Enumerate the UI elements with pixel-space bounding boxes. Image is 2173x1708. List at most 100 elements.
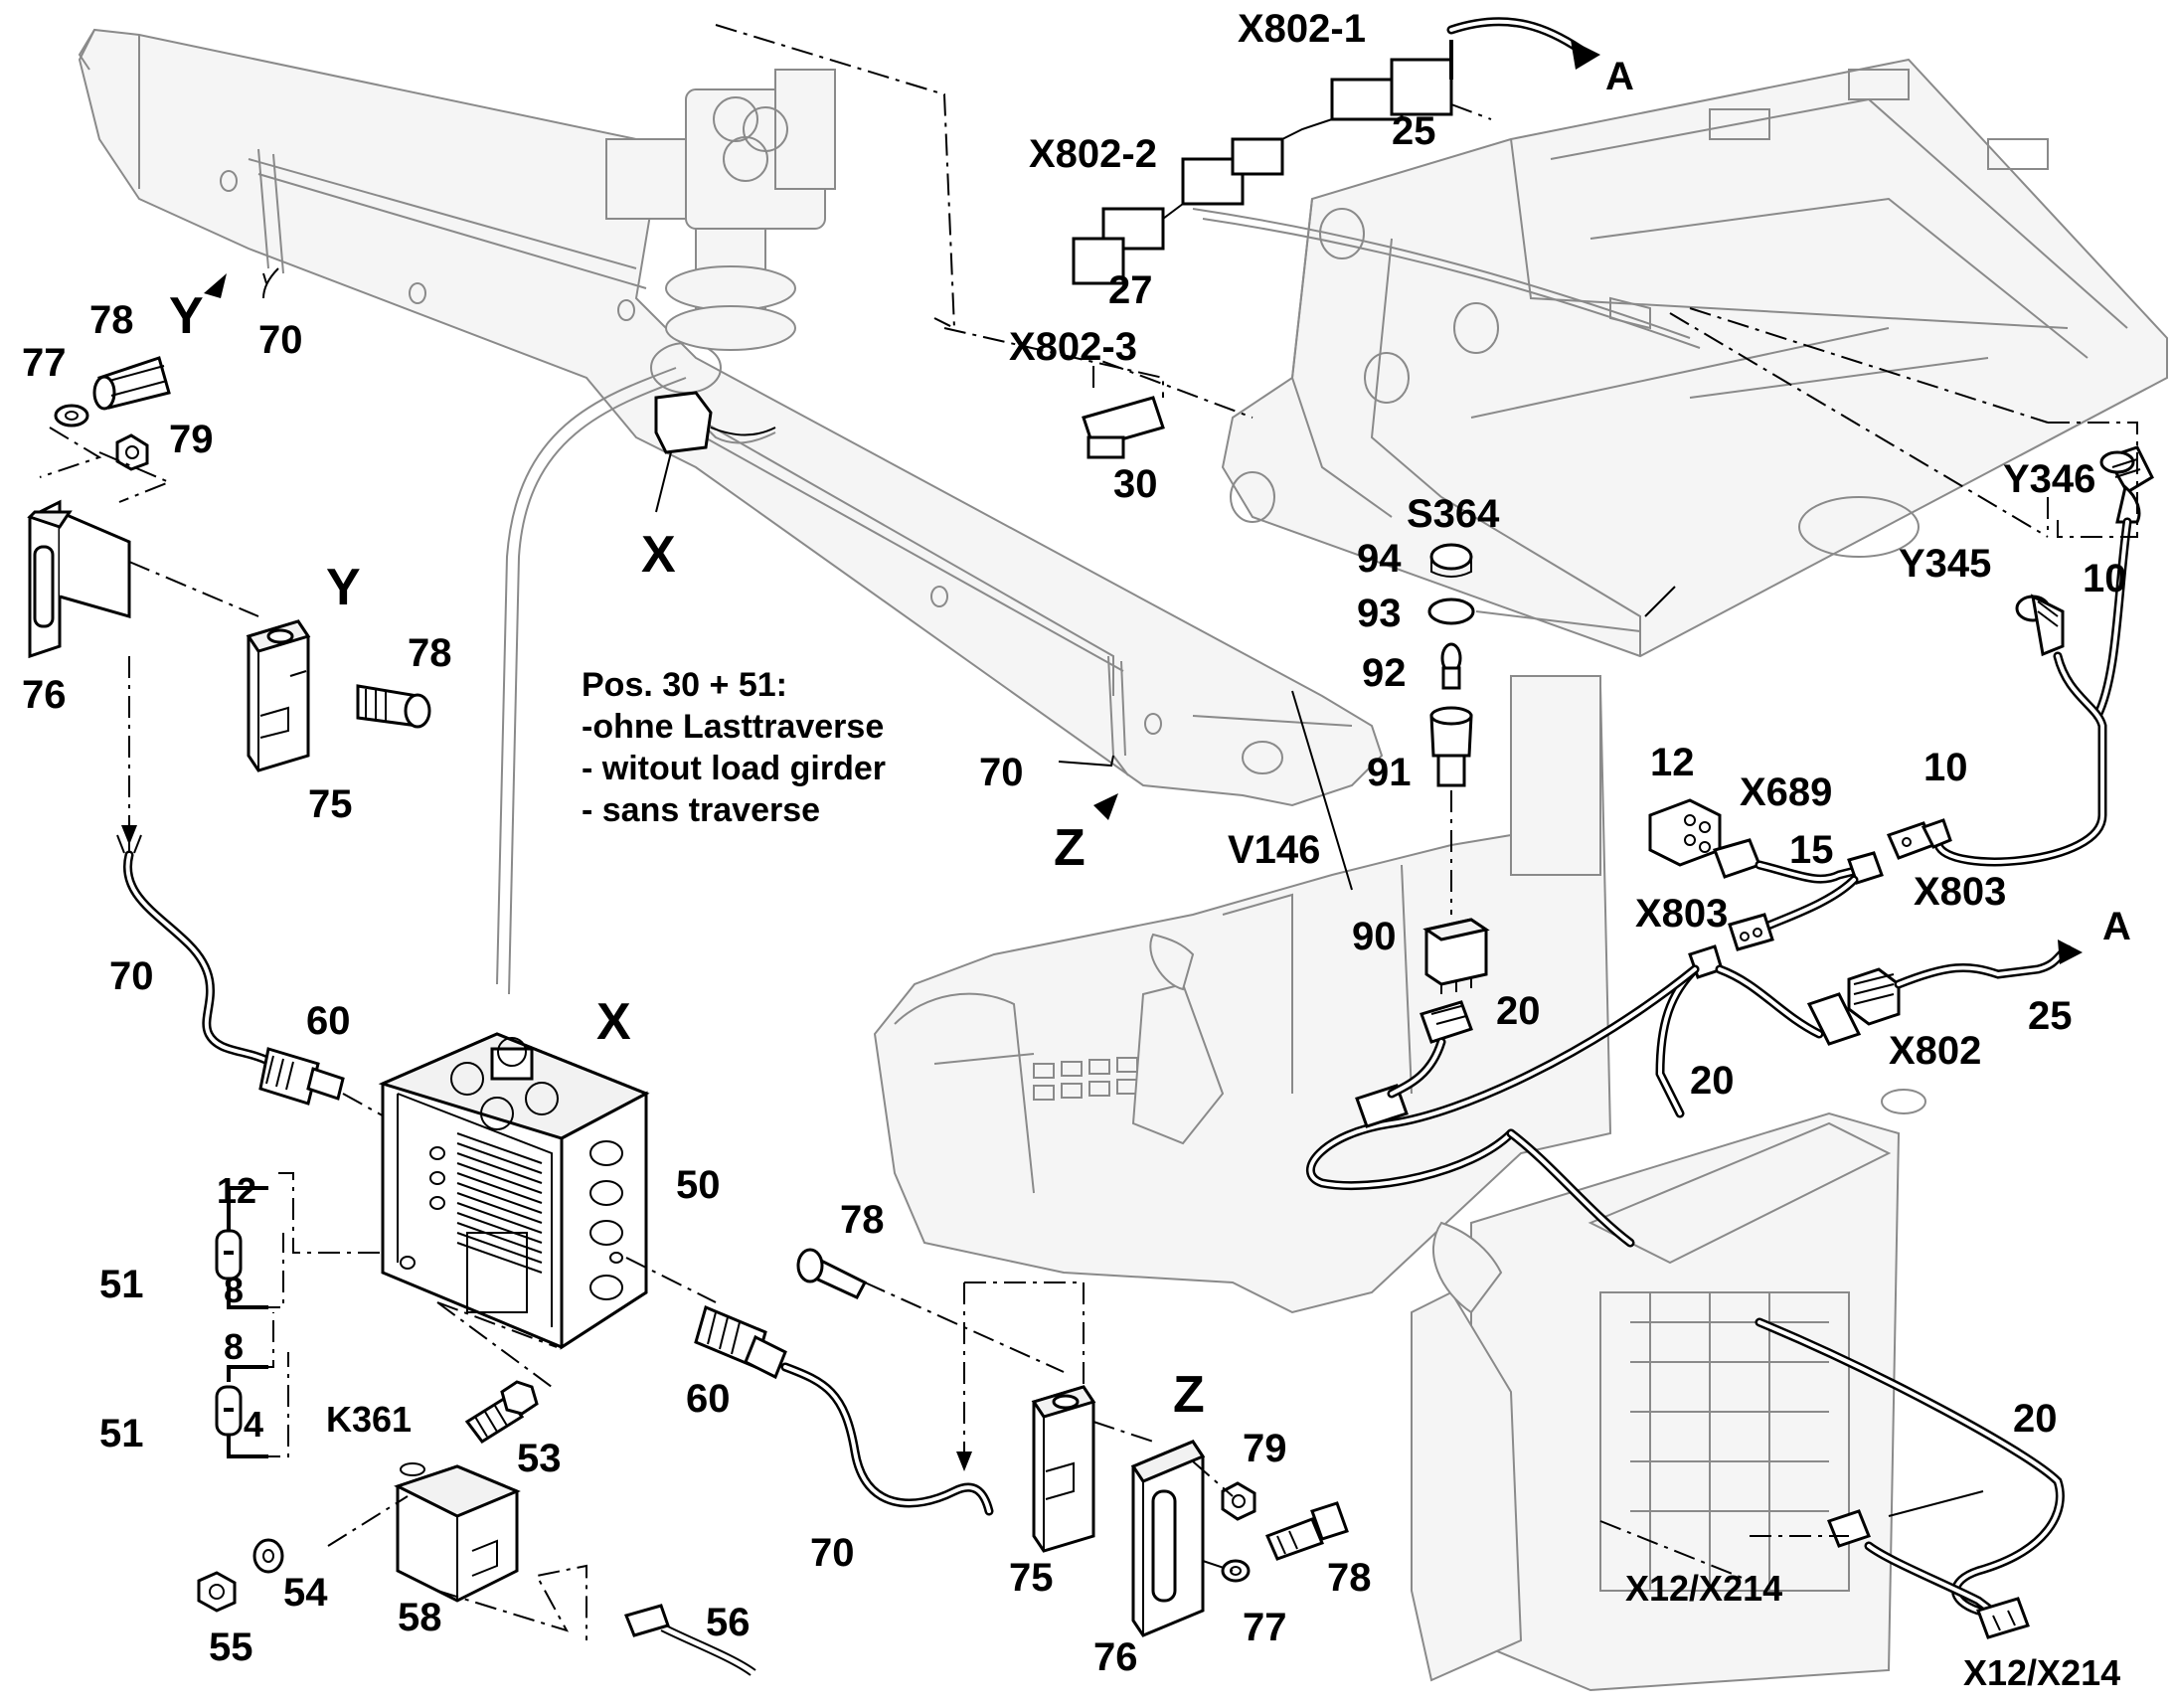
label-93: 93 — [1357, 592, 1402, 635]
label-y-detail: Y — [326, 559, 361, 616]
arrow-z-icon — [1093, 793, 1118, 820]
label-70-bottom: 70 — [810, 1531, 855, 1575]
operator-console — [873, 674, 1612, 1314]
label-25-top: 25 — [1392, 109, 1436, 153]
washer-54 — [252, 1538, 284, 1574]
sensor-60-lower — [694, 1304, 787, 1380]
label-8-a: 8 — [224, 1270, 244, 1310]
socket-x689 — [1713, 838, 1761, 879]
nut-55 — [197, 1571, 237, 1613]
label-79-a: 79 — [169, 418, 214, 461]
bracket-76-lower — [1130, 1440, 1206, 1637]
connector-x802-2 — [1181, 118, 1333, 206]
label-12-top: 12 — [1650, 741, 1695, 784]
label-4: 4 — [244, 1404, 263, 1445]
label-x803-a: X803 — [1635, 892, 1728, 936]
label-x802-2: X802-2 — [1029, 132, 1157, 176]
harness-15 — [1728, 851, 1884, 951]
label-20-a: 20 — [1496, 989, 1541, 1033]
label-15: 15 — [1789, 828, 1834, 872]
label-x-sensor: X — [641, 526, 676, 584]
note-line-1: Pos. 30 + 51: — [582, 666, 787, 704]
washer-77-top — [54, 404, 89, 427]
bulb-92 — [1440, 642, 1462, 690]
labels: X802-1 A 25 X802-2 27 X802-3 30 Y 70 78 … — [22, 7, 2131, 1693]
connector-y345 — [2015, 594, 2065, 657]
relay-58 — [394, 1462, 521, 1603]
label-94: 94 — [1357, 537, 1402, 581]
label-58: 58 — [398, 1596, 442, 1639]
connector-x802-3 — [1072, 203, 1184, 285]
label-y346: Y346 — [2003, 457, 2095, 501]
label-78-a: 78 — [89, 298, 134, 342]
diode-51-lower — [215, 1365, 268, 1458]
chassis-frame — [1192, 58, 2168, 658]
screw-78-lower — [796, 1248, 868, 1299]
label-77-b: 77 — [1243, 1606, 1287, 1649]
label-56: 56 — [706, 1601, 751, 1644]
label-25-right: 25 — [2028, 994, 2073, 1038]
boom-arm — [78, 28, 1384, 995]
label-50: 50 — [676, 1163, 721, 1207]
cable-10 — [1933, 517, 2132, 867]
label-54: 54 — [283, 1571, 328, 1615]
label-10-a: 10 — [2083, 557, 2127, 600]
label-78-c: 78 — [840, 1198, 885, 1242]
label-70-left: 70 — [109, 954, 154, 998]
label-s364: S364 — [1407, 492, 1500, 536]
label-k361: K361 — [326, 1399, 412, 1440]
label-20-b: 20 — [1690, 1059, 1735, 1103]
switch-90 — [1422, 918, 1490, 994]
note-line-3: - witout load girder — [582, 750, 886, 787]
label-55: 55 — [209, 1625, 253, 1669]
sensor-holder-75-top — [246, 619, 311, 772]
label-10-b: 10 — [1923, 746, 1968, 789]
label-70-top: 70 — [258, 318, 303, 362]
label-92: 92 — [1362, 651, 1407, 695]
screw-78-right — [1264, 1501, 1349, 1561]
label-12-wire: 12 — [217, 1170, 256, 1211]
label-30: 30 — [1113, 462, 1158, 506]
label-x803-b: X803 — [1914, 870, 2006, 914]
label-75-a: 75 — [308, 782, 353, 826]
label-53: 53 — [517, 1437, 562, 1480]
arrow-y-icon — [204, 273, 227, 298]
label-y345: Y345 — [1899, 542, 1991, 586]
diode-51-upper — [215, 1186, 268, 1309]
label-z-arrow: Z — [1054, 819, 1086, 877]
label-76-a: 76 — [22, 673, 67, 717]
label-91: 91 — [1367, 751, 1412, 794]
label-60-a: 60 — [306, 999, 351, 1043]
screw-78-mid — [356, 684, 431, 729]
washer-77-lower — [1221, 1559, 1251, 1583]
label-x802: X802 — [1889, 1029, 1981, 1073]
label-y-arrow: Y — [169, 287, 204, 345]
label-75-b: 75 — [1009, 1556, 1054, 1600]
label-27: 27 — [1108, 268, 1153, 312]
label-20-c: 20 — [2013, 1397, 2058, 1441]
cable-70-bottom — [780, 1362, 994, 1516]
relay-12 — [1648, 798, 1722, 867]
label-x12-x214-b: X12/X214 — [1963, 1652, 2120, 1693]
sensor-x-on-boom — [654, 391, 776, 513]
label-a-right: A — [2102, 905, 2131, 948]
note-line-4: - sans traverse — [582, 791, 820, 829]
oring-93 — [1427, 598, 1475, 625]
cap-94 — [1429, 543, 1473, 578]
cable-70-left — [116, 833, 278, 1069]
control-box — [1411, 1089, 1926, 1692]
junction-box-50 — [378, 1032, 650, 1350]
socket-91 — [1429, 706, 1473, 787]
label-70-mid: 70 — [979, 751, 1024, 794]
label-90: 90 — [1352, 915, 1397, 958]
label-51-b: 51 — [99, 1412, 144, 1455]
bracket-76-left — [27, 499, 131, 659]
screw-78-top — [92, 356, 171, 411]
label-60-b: 60 — [686, 1377, 731, 1421]
label-x802-1: X802-1 — [1238, 7, 1366, 51]
label-x-detail: X — [596, 993, 631, 1051]
label-8-b: 8 — [224, 1326, 244, 1367]
label-a-top: A — [1605, 55, 1634, 98]
label-x689: X689 — [1740, 770, 1832, 814]
